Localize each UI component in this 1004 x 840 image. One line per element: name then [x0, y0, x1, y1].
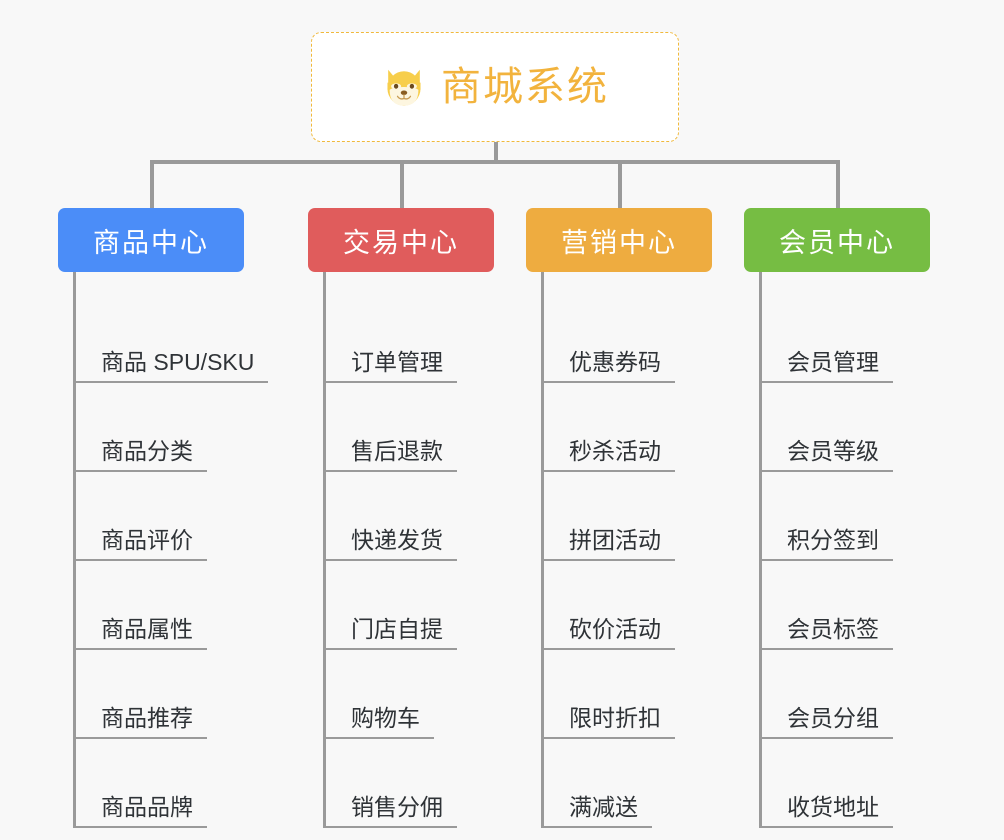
leaf-label: 快递发货 [323, 527, 457, 561]
leaf-label: 商品分类 [73, 438, 207, 472]
leaf-label: 销售分佣 [323, 794, 457, 828]
connector-root-stem [494, 142, 498, 162]
list-item[interactable]: 收货地址 [759, 739, 984, 828]
branch-trade-center: 订单管理 售后退款 快递发货 门店自提 购物车 销售分佣 [323, 272, 548, 828]
leaf-label: 会员分组 [759, 705, 893, 739]
list-item[interactable]: 商品属性 [73, 561, 298, 650]
list-item[interactable]: 订单管理 [323, 294, 548, 383]
connector-drop-2 [400, 160, 404, 208]
list-item[interactable]: 商品 SPU/SKU [73, 294, 298, 383]
branch-trunk [541, 272, 544, 828]
leaf-label: 商品属性 [73, 616, 207, 650]
shiba-dog-face-icon [381, 64, 427, 110]
list-item[interactable]: 拼团活动 [541, 472, 766, 561]
leaf-label: 商品评价 [73, 527, 207, 561]
category-header-member-center[interactable]: 会员中心 [744, 208, 930, 272]
category-title: 交易中心 [343, 227, 459, 258]
leaf-label: 满减送 [541, 794, 652, 828]
list-item[interactable]: 购物车 [323, 650, 548, 739]
branch-member-center: 会员管理 会员等级 积分签到 会员标签 会员分组 收货地址 [759, 272, 984, 828]
branch-trunk [323, 272, 326, 828]
list-item[interactable]: 会员分组 [759, 650, 984, 739]
leaf-label: 订单管理 [323, 349, 457, 383]
column-marketing-center: 营销中心 优惠券码 秒杀活动 拼团活动 砍价活动 限时折扣 满减送 [526, 208, 766, 828]
leaf-label: 会员标签 [759, 616, 893, 650]
connector-drop-4 [836, 160, 840, 208]
connector-drop-3 [618, 160, 622, 208]
leaf-label: 商品品牌 [73, 794, 207, 828]
category-header-product-center[interactable]: 商品中心 [58, 208, 244, 272]
list-item[interactable]: 秒杀活动 [541, 383, 766, 472]
list-item[interactable]: 优惠券码 [541, 294, 766, 383]
leaf-label: 门店自提 [323, 616, 457, 650]
list-item[interactable]: 商品分类 [73, 383, 298, 472]
branch-trunk [759, 272, 762, 828]
leaf-label: 商品 SPU/SKU [73, 349, 269, 383]
leaf-label: 会员管理 [759, 349, 893, 383]
category-header-marketing-center[interactable]: 营销中心 [526, 208, 712, 272]
category-header-trade-center[interactable]: 交易中心 [308, 208, 494, 272]
list-item[interactable]: 砍价活动 [541, 561, 766, 650]
list-item[interactable]: 会员管理 [759, 294, 984, 383]
list-item[interactable]: 商品品牌 [73, 739, 298, 828]
leaf-label: 收货地址 [759, 794, 893, 828]
list-item[interactable]: 积分签到 [759, 472, 984, 561]
list-item[interactable]: 满减送 [541, 739, 766, 828]
column-product-center: 商品中心 商品 SPU/SKU 商品分类 商品评价 商品属性 商品推荐 商品品牌 [58, 208, 298, 828]
root-title: 商城系统 [441, 65, 609, 109]
leaf-label: 秒杀活动 [541, 438, 675, 472]
branch-marketing-center: 优惠券码 秒杀活动 拼团活动 砍价活动 限时折扣 满减送 [541, 272, 766, 828]
leaf-label: 优惠券码 [541, 349, 675, 383]
branch-trunk [73, 272, 76, 828]
list-item[interactable]: 会员标签 [759, 561, 984, 650]
connector-horizontal-bus [150, 160, 840, 164]
list-item[interactable]: 门店自提 [323, 561, 548, 650]
list-item[interactable]: 售后退款 [323, 383, 548, 472]
connector-drop-1 [150, 160, 154, 208]
column-member-center: 会员中心 会员管理 会员等级 积分签到 会员标签 会员分组 收货地址 [744, 208, 984, 828]
list-item[interactable]: 销售分佣 [323, 739, 548, 828]
category-title: 商品中心 [93, 227, 209, 258]
leaf-label: 购物车 [323, 705, 434, 739]
list-item[interactable]: 商品推荐 [73, 650, 298, 739]
leaf-label: 砍价活动 [541, 616, 675, 650]
category-title: 会员中心 [779, 227, 895, 258]
column-trade-center: 交易中心 订单管理 售后退款 快递发货 门店自提 购物车 销售分佣 [308, 208, 548, 828]
list-item[interactable]: 商品评价 [73, 472, 298, 561]
list-item[interactable]: 会员等级 [759, 383, 984, 472]
root-node[interactable]: 商城系统 [311, 32, 679, 142]
list-item[interactable]: 快递发货 [323, 472, 548, 561]
list-item[interactable]: 限时折扣 [541, 650, 766, 739]
leaf-label: 售后退款 [323, 438, 457, 472]
leaf-label: 拼团活动 [541, 527, 675, 561]
leaf-label: 会员等级 [759, 438, 893, 472]
branch-product-center: 商品 SPU/SKU 商品分类 商品评价 商品属性 商品推荐 商品品牌 [73, 272, 298, 828]
leaf-label: 限时折扣 [541, 705, 675, 739]
category-title: 营销中心 [561, 227, 677, 258]
leaf-label: 商品推荐 [73, 705, 207, 739]
leaf-label: 积分签到 [759, 527, 893, 561]
